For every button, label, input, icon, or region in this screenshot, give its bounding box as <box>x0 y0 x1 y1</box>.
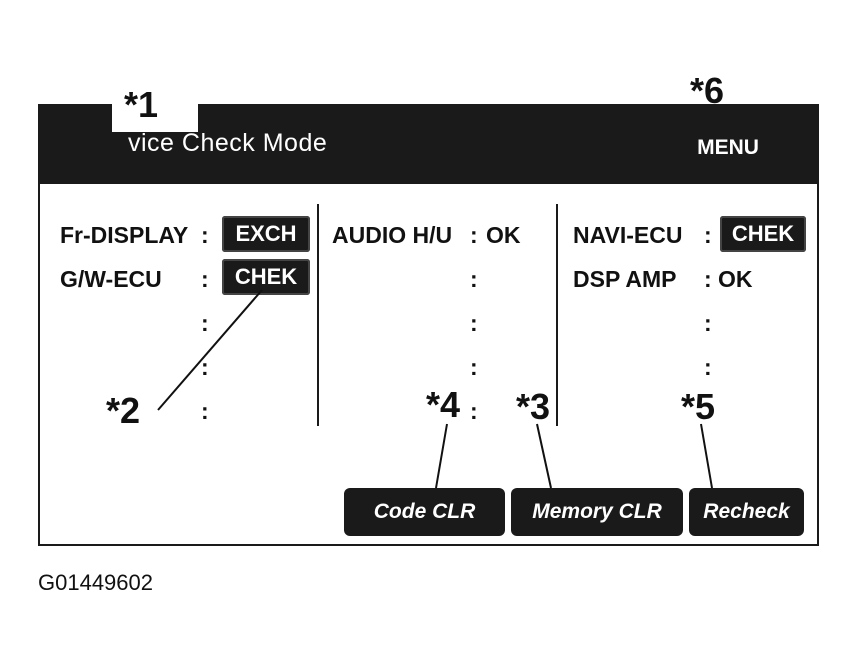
audio-hu-status: OK <box>486 222 521 248</box>
col3-row3-colon: : <box>704 310 712 336</box>
gw-ecu-label: G/W-ECU <box>60 266 162 292</box>
audio-hu-colon: : <box>470 222 478 248</box>
callout-2-leader <box>157 289 263 411</box>
callout-3: *3 <box>516 386 551 427</box>
menu-button[interactable]: MENU <box>697 136 759 159</box>
navi-ecu-status-badge[interactable]: CHEK <box>720 216 806 252</box>
callout-4-leader <box>435 423 448 489</box>
callout-4: *4 <box>426 384 461 425</box>
callout-3-leader <box>536 423 552 489</box>
navi-ecu-label: NAVI-ECU <box>573 222 683 248</box>
col2-row5-colon: : <box>470 398 478 424</box>
memory-clr-button[interactable]: Memory CLR <box>511 488 683 536</box>
callout-5: *5 <box>681 386 716 427</box>
dsp-amp-colon: : <box>704 266 712 292</box>
figure-code: G01449602 <box>38 570 153 595</box>
navi-ecu-colon: : <box>704 222 712 248</box>
fr-display-status-badge[interactable]: EXCH <box>222 216 310 252</box>
gw-ecu-colon: : <box>201 266 209 292</box>
callout-1: *1 <box>124 84 159 125</box>
column-divider-2 <box>556 204 558 426</box>
gw-ecu-status-badge[interactable]: CHEK <box>222 259 310 295</box>
col1-row5-colon: : <box>201 398 209 424</box>
dsp-amp-label: DSP AMP <box>573 266 677 292</box>
fr-display-colon: : <box>201 222 209 248</box>
col1-row3-colon: : <box>201 310 209 336</box>
col2-row2-colon: : <box>470 266 478 292</box>
callout-2: *2 <box>106 390 141 431</box>
screen-title: vice Check Mode <box>128 129 328 157</box>
col2-row3-colon: : <box>470 310 478 336</box>
column-divider-1 <box>317 204 319 426</box>
col1-row4-colon: : <box>201 354 209 380</box>
dsp-amp-status: OK <box>718 266 753 292</box>
fr-display-label: Fr-DISPLAY <box>60 222 189 248</box>
recheck-button[interactable]: Recheck <box>689 488 804 536</box>
callout-1-cutout <box>112 98 198 132</box>
callout-6: *6 <box>690 70 725 111</box>
col2-row4-colon: : <box>470 354 478 380</box>
code-clr-button[interactable]: Code CLR <box>344 488 505 536</box>
audio-hu-label: AUDIO H/U <box>332 222 453 248</box>
callout-5-leader <box>700 423 713 489</box>
col3-row4-colon: : <box>704 354 712 380</box>
